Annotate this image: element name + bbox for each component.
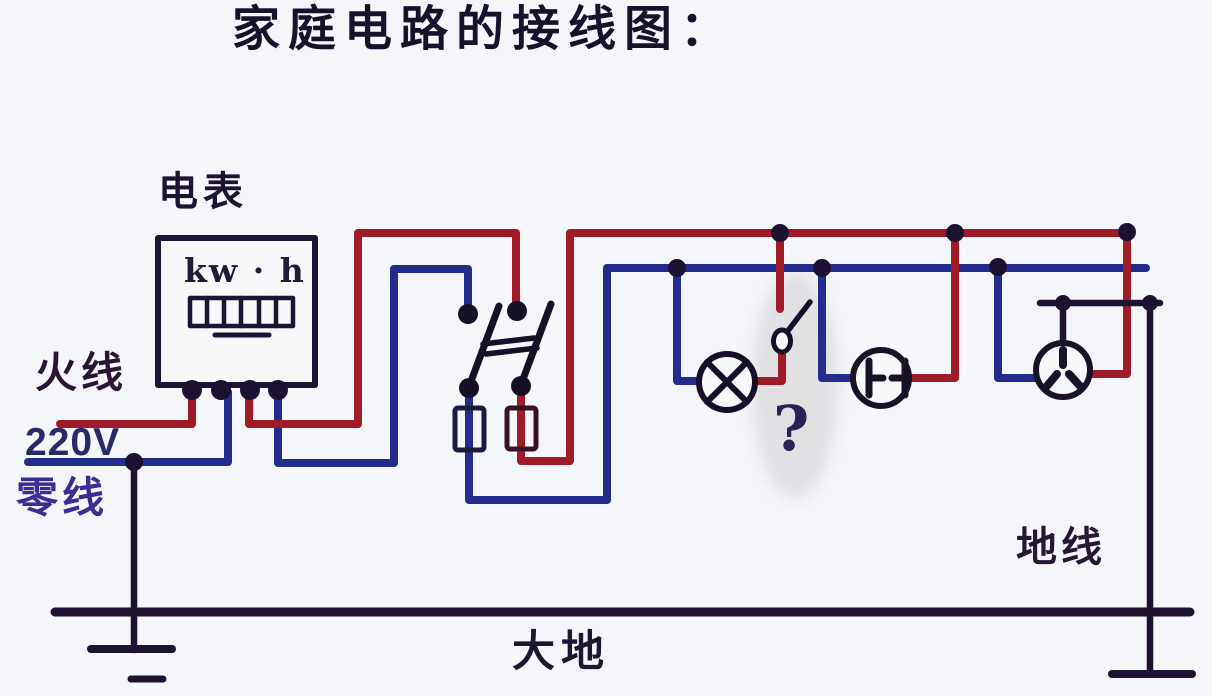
switch-tie-bar <box>480 335 540 357</box>
neutral-wire-label: 零线 <box>16 474 109 521</box>
switch-highlight <box>751 271 839 499</box>
ground-wire-label: 地线 <box>1016 524 1106 570</box>
lamp <box>696 351 758 413</box>
fuse-left <box>452 405 487 453</box>
earth-symbol-left <box>87 645 176 683</box>
voltage-label: 220V <box>25 421 121 464</box>
junction-dots <box>125 223 1158 471</box>
earth-label: 大地 <box>512 628 610 676</box>
energy-meter <box>155 235 318 400</box>
lamp-switch-blade <box>784 299 813 335</box>
live-wire-path <box>56 229 1131 465</box>
page-title: 家庭电路的接线图： <box>232 3 737 56</box>
socket-two-hole <box>850 347 912 409</box>
meter-unit-label: kw · h <box>184 251 306 290</box>
live-wire-label: 火线 <box>35 349 128 396</box>
switch-blade-right <box>518 300 555 386</box>
neutral-wire-path <box>24 264 1150 504</box>
fuse-right <box>504 405 539 452</box>
lamp-switch-pivot <box>771 327 793 355</box>
knife-switch <box>458 300 555 398</box>
switch-question-mark: ? <box>773 392 810 465</box>
meter-register <box>187 295 296 329</box>
socket-three-hole <box>1033 340 1093 400</box>
meter-label: 电表 <box>158 170 248 214</box>
earth-wire-path <box>50 299 1196 683</box>
meter-terminals <box>182 380 288 400</box>
lamp-switch <box>771 299 813 355</box>
